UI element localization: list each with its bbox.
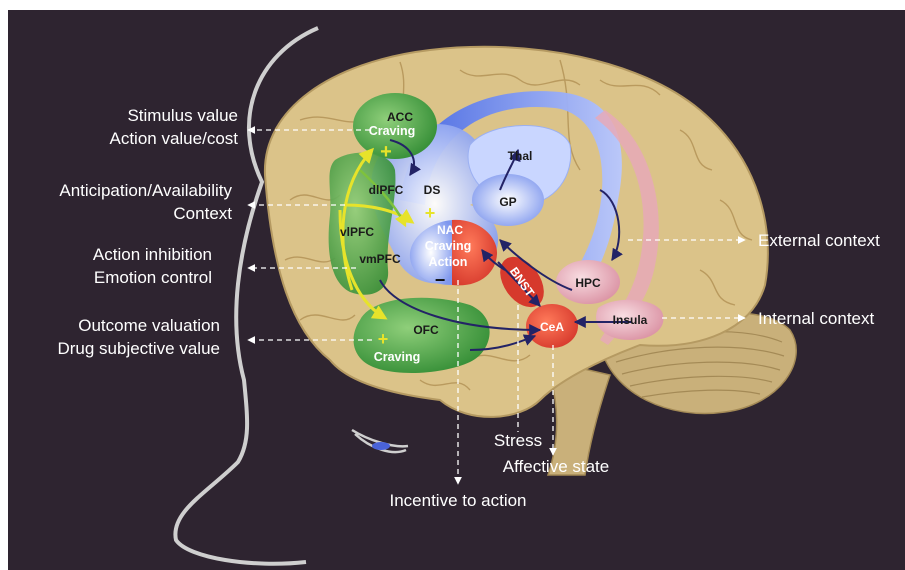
outcome-valuation-label: Outcome valuation [78, 316, 220, 335]
eye-iris-icon [372, 442, 390, 450]
insula-label: Insula [613, 313, 648, 327]
dlpfc-label: dlPFC [369, 183, 404, 197]
vmpfc-label: vmPFC [359, 252, 401, 266]
context-label: Context [173, 204, 232, 223]
affective-state-label: Affective state [503, 457, 609, 476]
nac-label: NAC [437, 223, 463, 237]
acc-label: ACC [387, 110, 413, 124]
nac-minus-icon: − [435, 270, 446, 290]
internal-context-label: Internal context [758, 309, 875, 328]
dlpfc-plus-icon: + [425, 203, 436, 223]
action-value-cost-label: Action value/cost [109, 129, 238, 148]
gp-label: GP [499, 195, 516, 209]
drug-subjective-value-label: Drug subjective value [57, 339, 220, 358]
action-inhibition-label: Action inhibition [93, 245, 212, 264]
vlpfc-label: vlPFC [340, 225, 374, 239]
anticipation-label: Anticipation/Availability [59, 181, 232, 200]
incentive-to-action-label: Incentive to action [389, 491, 526, 510]
acc-craving-label: Craving [369, 124, 416, 138]
ofc-craving-label: Craving [374, 350, 421, 364]
prefrontal-band [329, 153, 396, 295]
acc-plus-icon: + [380, 141, 392, 163]
stress-label: Stress [494, 431, 542, 450]
ofc-plus-icon: + [378, 329, 389, 349]
ds-label: DS [424, 183, 441, 197]
emotion-control-label: Emotion control [94, 268, 212, 287]
hpc-label: HPC [575, 276, 601, 290]
stimulus-value-label: Stimulus value [127, 106, 238, 125]
nac-craving-label: Craving [425, 239, 472, 253]
ofc-label: OFC [413, 323, 439, 337]
cea-label: CeA [540, 320, 564, 334]
thal-label: Thal [508, 149, 533, 163]
external-context-label: External context [758, 231, 880, 250]
nac-action-label: Action [429, 255, 468, 269]
